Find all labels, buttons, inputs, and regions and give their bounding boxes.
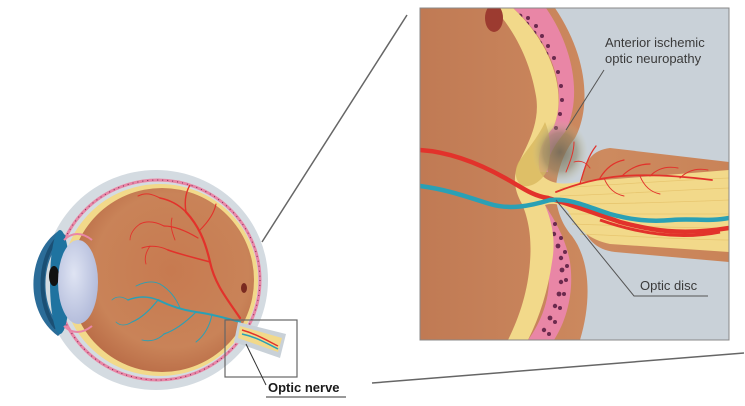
optic-nerve-stub: [234, 322, 286, 358]
eyeball: [33, 170, 297, 390]
optic-disc-label: Optic disc: [640, 278, 698, 293]
anterior-ischemic-label-line2: optic neuropathy: [605, 51, 702, 66]
zoom-connector-top: [262, 15, 407, 242]
pupil: [49, 266, 59, 286]
anterior-ischemic-label-line1: Anterior ischemic: [605, 35, 705, 50]
optic-nerve-label: Optic nerve: [268, 380, 340, 395]
lens: [58, 240, 98, 324]
zoom-connector-bottom: [372, 353, 744, 383]
ischemic-region: [532, 120, 588, 184]
